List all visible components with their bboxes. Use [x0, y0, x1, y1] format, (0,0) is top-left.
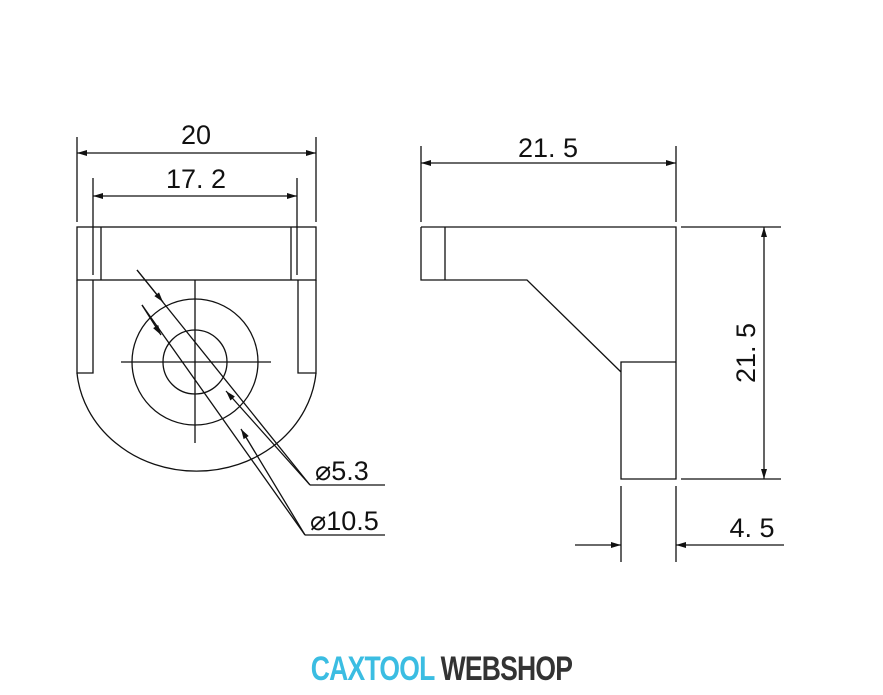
side-view	[420, 226, 677, 480]
dim-diameter-10-5: ⌀10.5	[310, 506, 379, 536]
dim-side-width: 21. 5	[518, 133, 578, 163]
dim-side-thickness: 4. 5	[729, 513, 774, 543]
logo-caxtool: CAXTOOL	[310, 650, 435, 688]
side-dimensions: 21. 5 21. 5 4. 5	[420, 133, 784, 562]
logo-webshop: WEBSHOP	[440, 650, 573, 688]
brand-logo: CAXTOOL WEBSHOP	[97, 650, 786, 689]
dim-diameter-5-3: ⌀5.3	[315, 456, 369, 486]
front-view	[76, 226, 317, 472]
dim-width-17-2: 17. 2	[166, 164, 226, 194]
dim-width-20: 20	[181, 120, 211, 150]
front-dimensions: 20 17. 2 ⌀5.3 ⌀10.5	[76, 120, 385, 536]
dim-side-height: 21. 5	[731, 323, 761, 383]
